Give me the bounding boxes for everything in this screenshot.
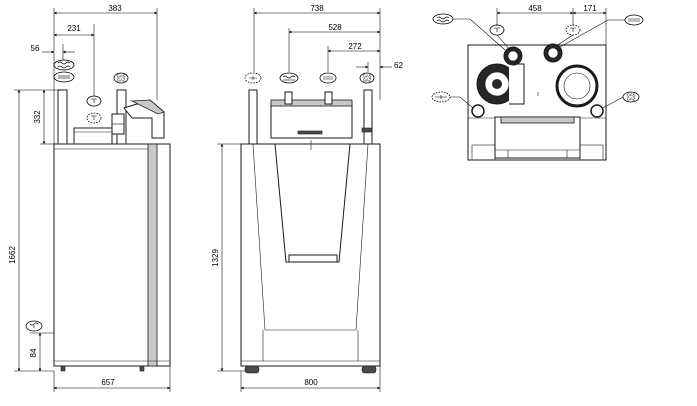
dim-front-pipe-spacing: 528: [328, 23, 342, 32]
drain-icon: [29, 322, 39, 328]
svg-text:GAZ: GAZ: [117, 78, 126, 83]
svg-text:GAS: GAS: [363, 74, 372, 79]
top-side-right: [590, 104, 604, 118]
top-view-dimensions: 458 171: [496, 4, 607, 45]
gas-icon: GAS GAZ: [363, 74, 372, 83]
gas-icon: GAS GAZ: [117, 74, 126, 83]
dim-side-total-height: 1662: [8, 246, 17, 264]
front-pipe-right: [363, 89, 373, 145]
side-view-dimensions: 383 231 56 332 1662 84 657: [8, 4, 171, 392]
dim-side-top-width: 383: [108, 4, 122, 13]
heating-circuit-icon: [436, 16, 450, 23]
condensate-icon: [249, 76, 257, 80]
side-panel-edge: [147, 143, 158, 367]
dim-side-flue-offset: 56: [31, 44, 40, 53]
front-pipe-left: [248, 89, 258, 145]
dim-side-bottom-offset: 84: [29, 348, 38, 357]
top-view-badges: GAS GAZ: [431, 13, 644, 109]
side-foot-right: [139, 365, 145, 372]
front-foot-left: [244, 365, 260, 374]
top-flue-outlet: [555, 64, 599, 108]
top-view: [467, 43, 607, 161]
side-view-badges: GAS GAZ: [25, 59, 129, 332]
side-foot-left: [60, 365, 66, 372]
side-flue-box: [73, 127, 113, 145]
top-lower-box: [494, 116, 581, 159]
heating-circuit-icon: [282, 75, 296, 81]
svg-text:GAZ: GAZ: [627, 97, 636, 102]
dim-front-flue-spacing: 272: [348, 42, 362, 51]
dim-top-right-offset: 171: [583, 4, 597, 13]
svg-text:GAS: GAS: [117, 74, 126, 79]
front-inner-panel: [274, 143, 351, 263]
dim-front-cabinet-height: 1329: [211, 249, 220, 267]
hot-water-icon: [628, 18, 640, 22]
flue-icon: [435, 95, 447, 99]
top-side-left: [471, 104, 485, 118]
hot-water-icon: [323, 76, 333, 80]
front-view: [240, 89, 381, 374]
dim-side-width: 657: [101, 378, 115, 387]
condensate-icon: [91, 115, 97, 120]
gas-icon: GAS GAZ: [627, 93, 636, 102]
front-flue-outlet: [297, 130, 323, 135]
tap-icon: [494, 27, 500, 32]
heating-circuit-icon: [57, 61, 71, 69]
svg-text:GAZ: GAZ: [363, 78, 372, 83]
dim-side-pipe-offset: 231: [67, 24, 81, 33]
condensate-icon: [570, 27, 576, 32]
dim-front-top-width: 738: [310, 4, 324, 13]
dim-front-width: 800: [304, 378, 318, 387]
dim-side-top-height: 332: [33, 110, 42, 124]
hot-water-icon: [58, 75, 70, 79]
front-view-badges: GAS GAZ: [244, 72, 375, 84]
tap-icon: [91, 98, 97, 103]
svg-text:GAS: GAS: [627, 93, 636, 98]
front-view-dimensions: 738 528 272 62 1329 800: [211, 4, 403, 392]
dim-front-flue-offset: 62: [394, 61, 403, 70]
dim-top-left-offset: 458: [528, 4, 542, 13]
front-foot-right: [361, 365, 377, 374]
side-view: [53, 89, 171, 372]
side-pipe-1: [57, 89, 68, 145]
